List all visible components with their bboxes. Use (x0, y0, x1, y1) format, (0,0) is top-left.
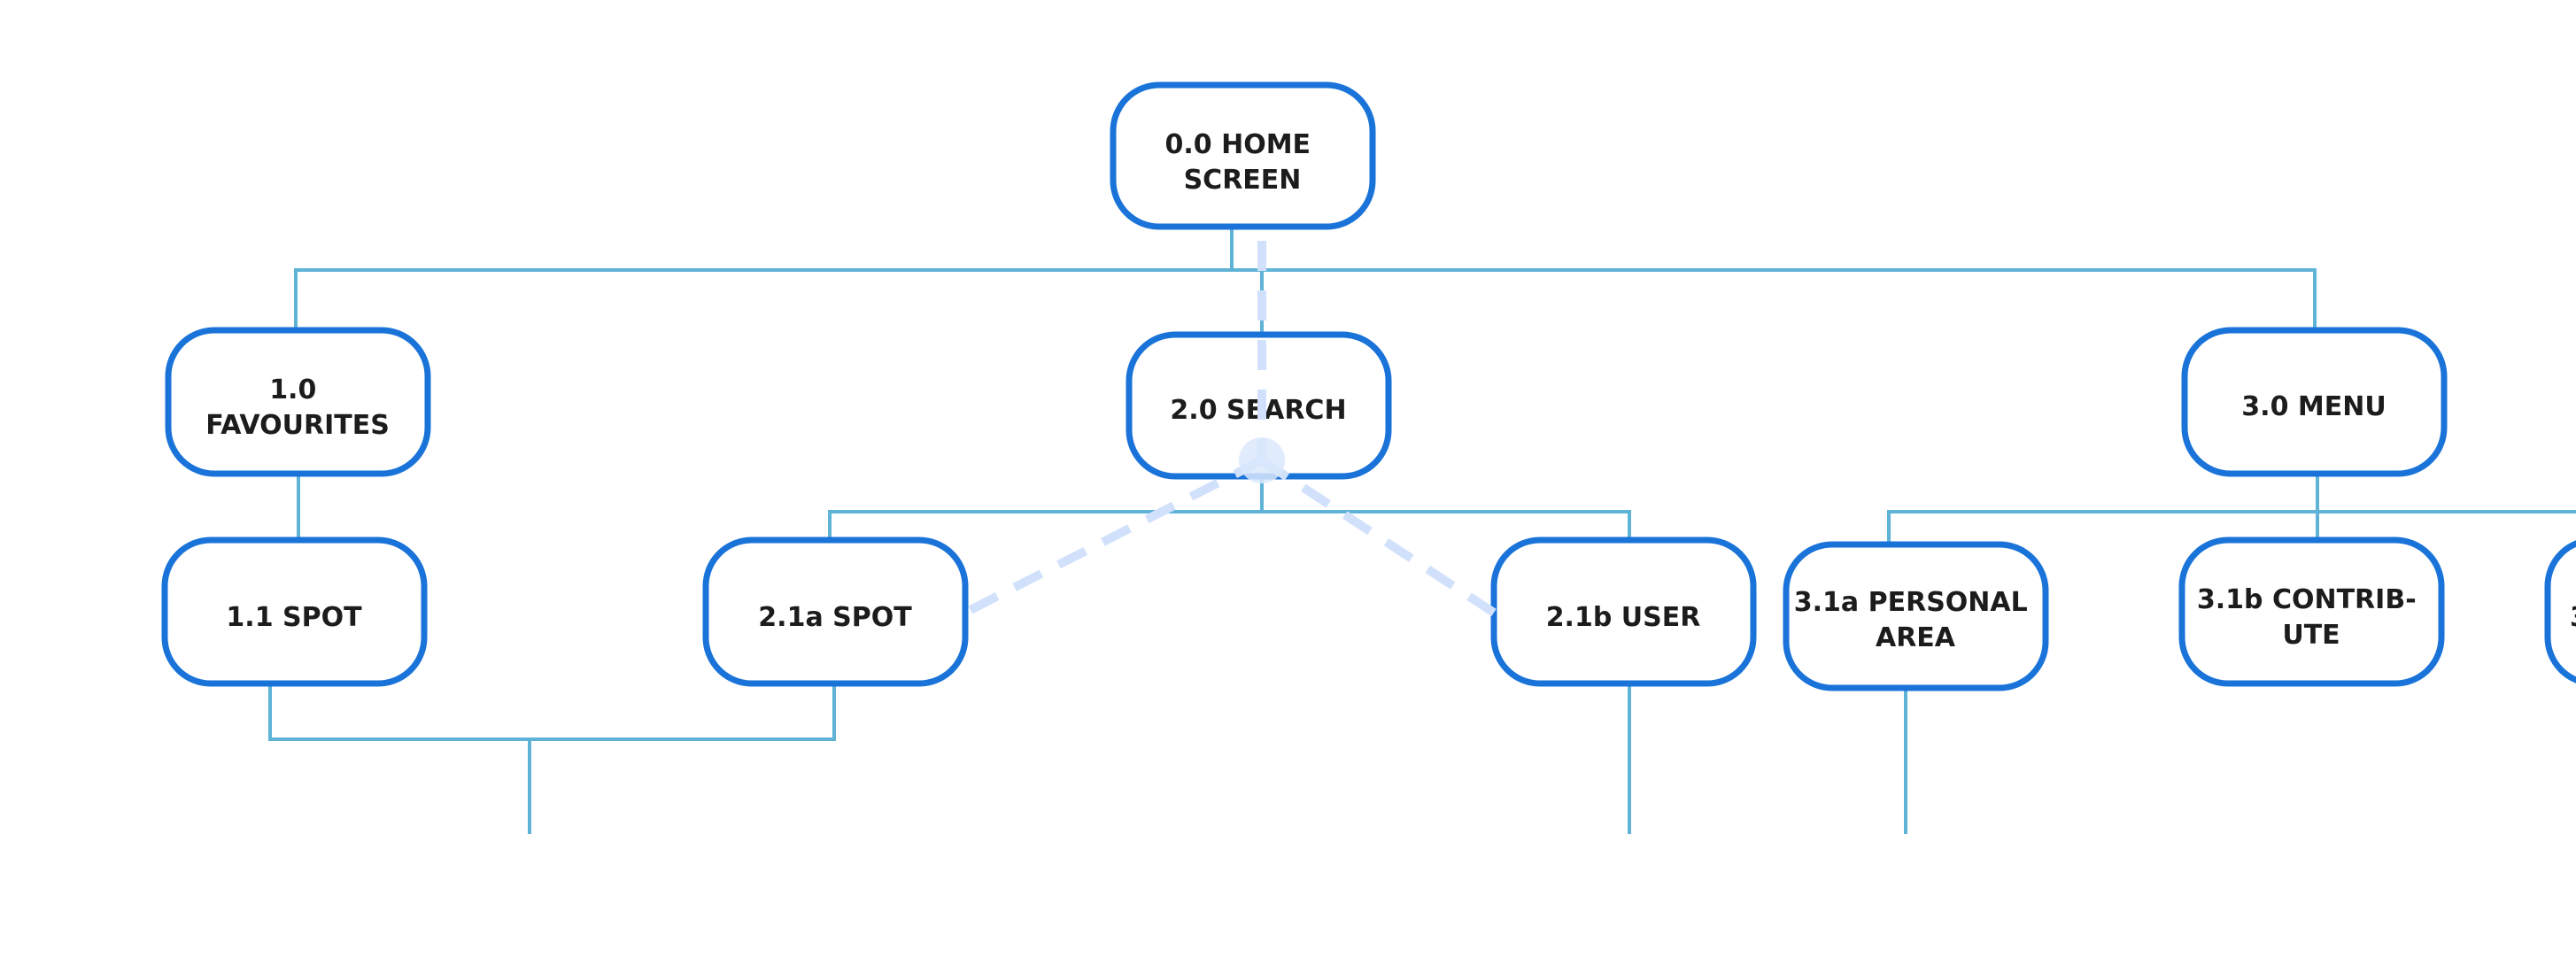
node-label-line: 2.1b USER (1546, 602, 1701, 633)
node-label-line: FAVOURITES (205, 410, 390, 441)
node-box (165, 327, 431, 477)
node-contribute[interactable]: 3.1b CONTRIB- UTE (2178, 537, 2445, 687)
node-box (161, 537, 428, 687)
node-label-line: 2.1a SPOT (758, 602, 912, 633)
node-personal-area[interactable]: 3.1a PERSONAL AREA (1783, 541, 2049, 691)
node-label-line: 1.0 (269, 374, 316, 405)
node-label-line: 0.0 HOME (1165, 129, 1311, 160)
node-home-screen[interactable]: 0.0 HOME SCREEN (1110, 81, 1376, 230)
drag-handle-dot[interactable] (1239, 437, 1285, 483)
dashed-drag-line-right (1259, 456, 1497, 617)
node-label-line: SCREEN (1184, 165, 1302, 196)
node-spot-2-1a[interactable]: 2.1a SPOT (702, 537, 969, 687)
node-box (2544, 540, 2576, 683)
node-label-line: 3 (2570, 602, 2576, 633)
dashed-drag-line-left (963, 456, 1265, 617)
node-box (2178, 537, 2445, 687)
connectors (268, 225, 2576, 834)
svg-text:1.1 SPOT: 1.1 SPOT (226, 602, 362, 633)
node-label-line: 3.0 MENU (2241, 391, 2386, 422)
svg-text:3: 3 (2570, 602, 2576, 633)
svg-text:0.0 HOME SCREEN: 0.0 HOME SCREEN (1165, 129, 1320, 196)
svg-text:3.1a PERSONAL AREA: 3.1a PERSONAL AREA (1794, 587, 2037, 653)
node-label-line: 1.1 SPOT (226, 602, 362, 633)
svg-text:3.1b CONTRIB- UTE: 3.1b CONTRIB- UTE (2197, 584, 2425, 651)
node-favourites[interactable]: 1.0 FAVOURITES (165, 327, 431, 477)
node-search[interactable]: 2.0 SEARCH (1126, 331, 1392, 480)
node-menu-item-3c-partial[interactable]: 3 (2544, 540, 2576, 683)
node-box (1110, 81, 1376, 230)
node-menu[interactable]: 3.0 MENU (2181, 327, 2448, 477)
node-user-2-1b[interactable]: 2.1b USER (1490, 537, 1757, 687)
svg-text:2.1b USER: 2.1b USER (1546, 602, 1701, 633)
drag-connection-overlay[interactable] (963, 241, 1497, 617)
node-label-line: 3.1b CONTRIB- (2197, 584, 2417, 615)
svg-text:3.0 MENU: 3.0 MENU (2241, 391, 2386, 422)
node-spot-1-1[interactable]: 1.1 SPOT (161, 537, 428, 687)
node-box (1783, 541, 2049, 691)
node-box (702, 537, 969, 687)
node-label-line: AREA (1876, 622, 1956, 653)
svg-text:2.1a SPOT: 2.1a SPOT (758, 602, 912, 633)
svg-text:1.0 FAVOURITES: 1.0 FAVOURITES (205, 374, 390, 441)
node-label-line: UTE (2282, 620, 2340, 651)
node-box (2181, 327, 2448, 477)
connector-spot-merge (268, 682, 836, 741)
node-label-line: 3.1a PERSONAL (1794, 587, 2028, 618)
